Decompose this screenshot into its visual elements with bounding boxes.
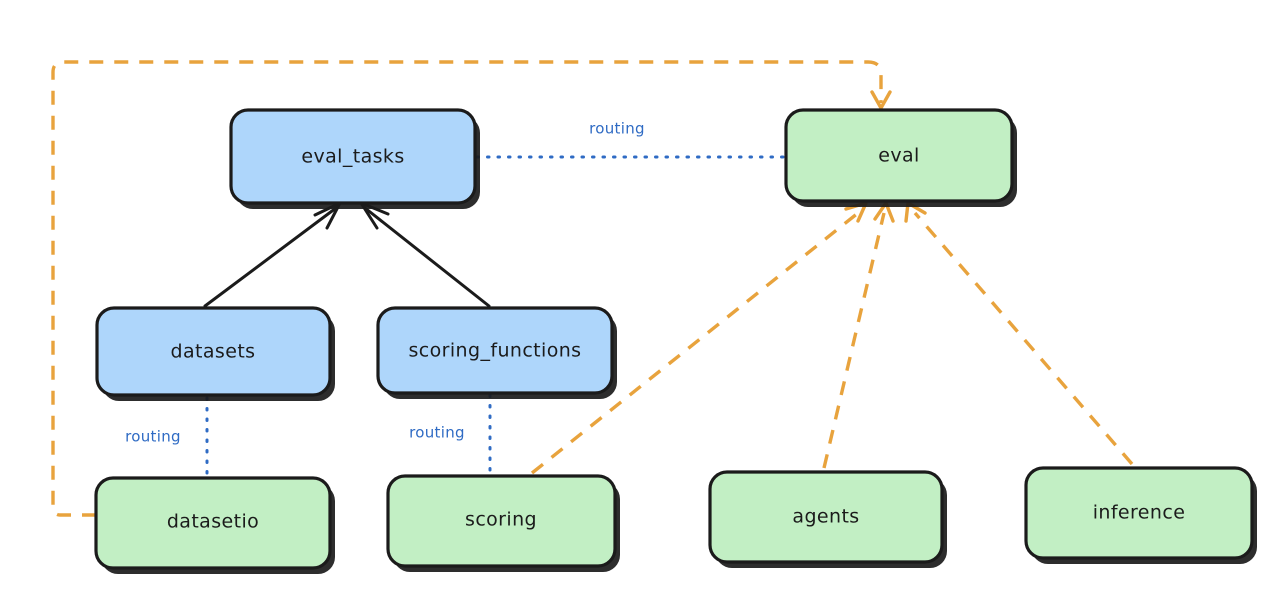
node-agents[interactable]: agents [708,470,947,568]
node-datasetio[interactable]: datasetio [94,476,335,574]
node-datasetio-body[interactable] [94,476,332,570]
node-scoring[interactable]: scoring [386,474,620,572]
node-scoring-body[interactable] [386,474,617,568]
edge-agents-eval [822,201,895,469]
node-eval-body[interactable] [784,108,1014,203]
edge-label-routing-eval_tasks-eval: routing [589,120,645,138]
edge-label-routing-scoring_functions-scoring: routing [409,424,465,442]
node-agents-body[interactable] [708,470,944,564]
edge-inference-eval [904,201,1134,466]
edge-scoring_functions-scoring: routing [409,393,492,476]
node-eval_tasks-body[interactable] [229,108,477,205]
node-scoring_functions[interactable]: scoring_functions [376,306,617,399]
node-eval-label: eval [878,145,919,167]
node-agents-label: agents [792,506,859,528]
node-eval_tasks-label: eval_tasks [301,146,404,168]
node-datasetio-label: datasetio [167,511,259,533]
edge-datasets-datasetio: routing [125,396,209,478]
node-datasets-label: datasets [171,341,256,363]
node-datasets-body[interactable] [95,306,332,397]
edge-datasetio-eval [51,60,892,517]
node-inference[interactable]: inference [1024,466,1257,564]
node-scoring_functions-label: scoring_functions [409,340,582,362]
node-inference-label: inference [1093,502,1186,524]
edge-scoring_functions-eval_tasks [359,201,491,308]
node-eval[interactable]: eval [784,108,1017,207]
node-scoring_functions-body[interactable] [376,306,614,395]
edge-label-routing-datasets-datasetio: routing [125,428,181,446]
node-scoring-label: scoring [465,509,537,531]
node-eval_tasks[interactable]: eval_tasks [229,108,480,209]
edge-datasets-eval_tasks [203,201,342,308]
edge-eval_tasks-eval: routing [475,120,786,159]
node-inference-body[interactable] [1024,466,1254,560]
node-datasets[interactable]: datasets [95,306,335,401]
